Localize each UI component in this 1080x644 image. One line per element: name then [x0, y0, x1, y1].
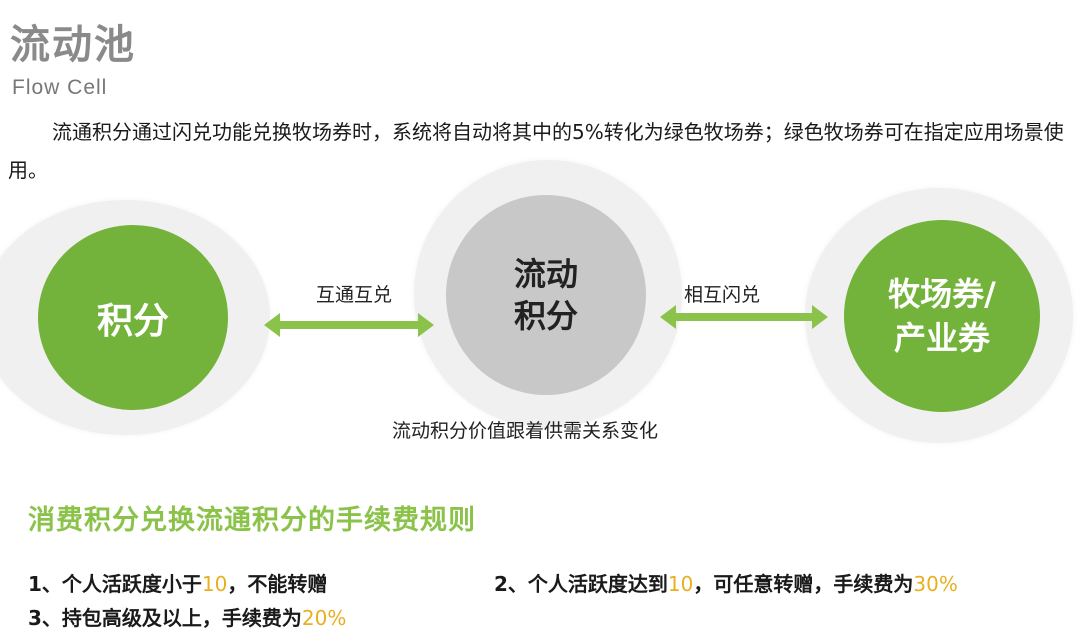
- left-arrow-label: 互通互兑: [316, 284, 393, 306]
- rule-2: 2、个人活跃度达到10，可任意转赠，手续费为30%: [494, 568, 958, 597]
- page-subtitle: Flow Cell: [12, 76, 108, 99]
- rules-heading: 消费积分兑换流通积分的手续费规则: [28, 505, 476, 536]
- left-node-label: 积分: [96, 300, 169, 342]
- rule-1-suffix: ，不能转赠: [227, 572, 328, 596]
- rule-2-middle: ，可任意转赠，手续费为: [693, 572, 914, 596]
- left-double-arrow: [264, 313, 434, 337]
- left-node-points: 积分: [38, 225, 228, 410]
- center-node-flow-points: 流动 积分: [446, 195, 646, 395]
- rule-2-number: 10: [667, 572, 694, 596]
- rule-2-prefix: 2、个人活跃度达到: [494, 572, 668, 596]
- right-node-label-line2: 产业券: [893, 319, 990, 357]
- rule-2-percent: 30%: [913, 572, 958, 596]
- rule-3-percent: 20%: [301, 606, 347, 630]
- right-double-arrow: [660, 305, 828, 329]
- page-title: 流动池: [10, 22, 136, 68]
- rule-1-prefix: 1、个人活跃度小于: [28, 572, 202, 596]
- center-note: 流动积分价值跟着供需关系变化: [392, 420, 659, 442]
- right-node-label-line1: 牧场券/: [888, 275, 996, 313]
- center-node-label-line2: 积分: [513, 297, 578, 335]
- intro-paragraph: 流通积分通过闪兑功能兑换牧场券时，系统将自动将其中的5%转化为绿色牧场券；绿色牧…: [8, 120, 1064, 182]
- rule-3-prefix: 3、持包高级及以上，手续费为: [28, 606, 302, 630]
- rule-1: 1、个人活跃度小于10，不能转赠: [28, 568, 327, 597]
- right-arrow-label: 相互闪兑: [684, 284, 761, 306]
- rule-3: 3、持包高级及以上，手续费为20%: [28, 602, 346, 631]
- rule-1-number: 10: [201, 572, 228, 596]
- right-node-vouchers: 牧场券/ 产业券: [844, 220, 1040, 412]
- center-node-label-line1: 流动: [513, 255, 578, 293]
